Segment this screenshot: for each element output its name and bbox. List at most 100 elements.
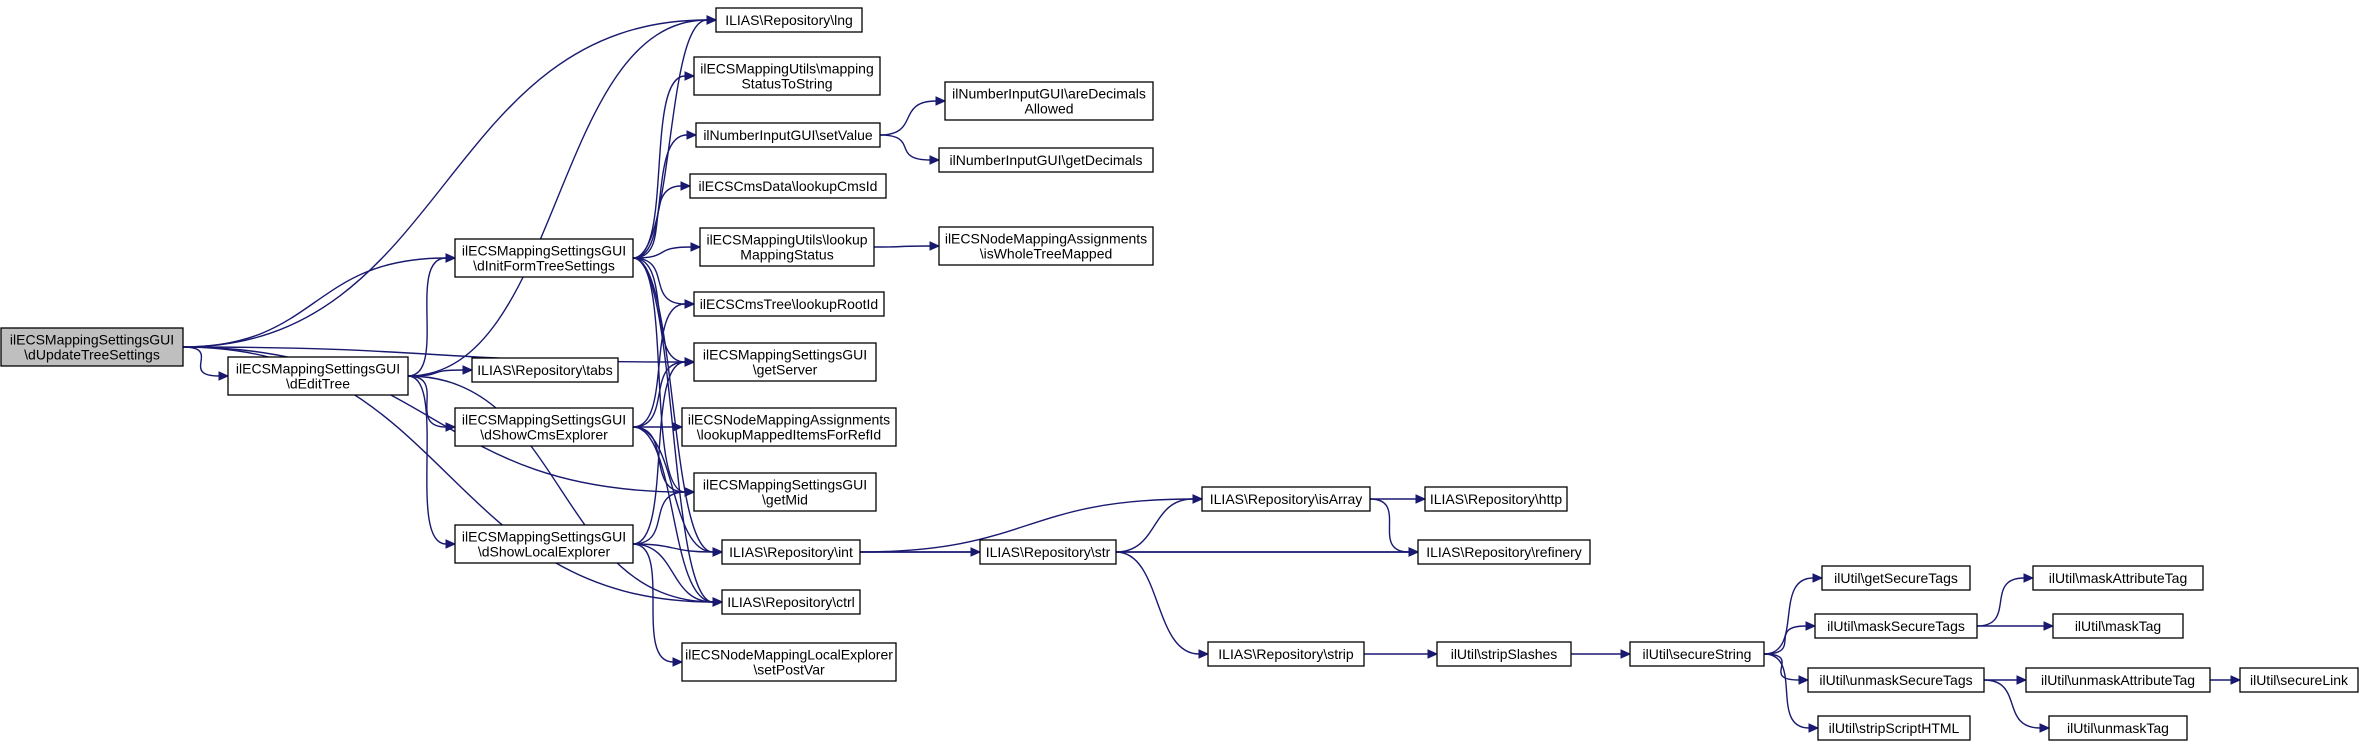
node-label: ilUtil\maskSecureTags (1827, 618, 1965, 634)
node-box (1817, 715, 1971, 741)
node-lookupCms[interactable]: ilECSCmsData\lookupCmsId (689, 173, 887, 199)
edge-str-to-isArray (1115, 494, 1204, 553)
edge-editTree-to-showCms (407, 375, 457, 432)
node-label: StatusToString (741, 76, 832, 92)
node-box (938, 147, 1154, 173)
node-editTree[interactable]: ilECSMappingSettingsGUI\dEditTree (227, 356, 409, 396)
node-label: \dEditTree (286, 376, 350, 392)
node-label: ilECSMappingSettingsGUI (462, 412, 626, 428)
node-unmaskTag[interactable]: ilUtil\unmaskTag (2048, 715, 2188, 741)
node-setValue[interactable]: ilNumberInputGUI\setValue (695, 122, 881, 148)
node-setPost[interactable]: ilECSNodeMappingLocalExplorer\setPostVar (681, 642, 897, 682)
node-unmaskSecureTags[interactable]: ilUtil\unmaskSecureTags (1807, 667, 1985, 693)
node-maskSecureTags[interactable]: ilUtil\maskSecureTags (1814, 613, 1978, 639)
node-maskAttr[interactable]: ilUtil\maskAttributeTag (2032, 565, 2204, 591)
node-unmaskAttr[interactable]: ilUtil\unmaskAttributeTag (2025, 667, 2211, 693)
node-getSecureTags[interactable]: ilUtil\getSecureTags (1821, 565, 1971, 591)
edge-initForm-to-lookupCms (632, 181, 692, 259)
node-label: ILIAS\Repository\tabs (477, 362, 612, 378)
edge-str-to-refinery (1116, 547, 1420, 557)
node-box (2032, 565, 2204, 591)
node-root[interactable]: ilECSMappingSettingsGUI\dUpdateTreeSetti… (0, 327, 184, 367)
node-label: \dInitFormTreeSettings (473, 258, 615, 274)
edge-editTree-to-lng (407, 15, 718, 377)
node-box (979, 539, 1117, 565)
node-label: ILIAS\Repository\http (1430, 491, 1563, 507)
node-initForm[interactable]: ilECSMappingSettingsGUI\dInitFormTreeSet… (454, 238, 634, 278)
node-label: \lookupMappedItemsForRefId (697, 427, 881, 443)
node-strip[interactable]: ILIAS\Repository\strip (1207, 641, 1365, 667)
edge-secureString-to-unmaskSecureTags (1763, 653, 1810, 685)
node-isArray[interactable]: ILIAS\Repository\isArray (1201, 486, 1371, 512)
node-label: \getMid (762, 492, 808, 508)
edge-showCms-to-rootId (632, 299, 696, 428)
node-label: ilUtil\secureLink (2250, 672, 2349, 688)
edge-stripSlashes-to-secureString (1571, 649, 1632, 659)
node-ctrl[interactable]: ILIAS\Repository\ctrl (721, 589, 861, 615)
node-rootId[interactable]: ilECSCmsTree\lookupRootId (693, 291, 885, 317)
node-label: ilECSMappingSettingsGUI (703, 477, 867, 493)
node-box (471, 357, 619, 383)
edge-setValue-to-areDec (879, 96, 947, 136)
edge-setValue-to-getDec (879, 134, 941, 165)
node-label: ilUtil\unmaskSecureTags (1819, 672, 1972, 688)
node-showCms[interactable]: ilECSMappingSettingsGUI\dShowCmsExplorer (454, 407, 634, 447)
node-label: ilUtil\stripScriptHTML (1829, 720, 1960, 736)
node-label: ilECSMappingSettingsGUI (236, 361, 400, 377)
edge-showLocal-to-getMid (632, 487, 696, 545)
node-label: ilECSMappingSettingsGUI (462, 529, 626, 545)
node-stripSlashes[interactable]: ilUtil\stripSlashes (1436, 641, 1572, 667)
node-secureLink[interactable]: ilUtil\secureLink (2239, 667, 2359, 693)
edge-initForm-to-lookupMap (632, 242, 702, 259)
edge-secureString-to-stripScript (1763, 653, 1820, 733)
node-label: ilUtil\unmaskTag (2067, 720, 2169, 736)
node-getMid[interactable]: ilECSMappingSettingsGUI\getMid (693, 472, 877, 512)
node-int[interactable]: ILIAS\Repository\int (721, 539, 861, 565)
node-maskTag[interactable]: ilUtil\maskTag (2052, 613, 2184, 639)
node-label: ilUtil\unmaskAttributeTag (2041, 672, 2195, 688)
node-label: ilNumberInputGUI\setValue (703, 127, 873, 143)
node-box (695, 122, 881, 148)
node-box (0, 327, 184, 367)
node-box (715, 7, 863, 33)
node-box (454, 407, 634, 447)
node-box (944, 81, 1154, 121)
edge-showLocal-to-setPost (632, 543, 684, 667)
node-label: Allowed (1024, 101, 1073, 117)
node-tabs[interactable]: ILIAS\Repository\tabs (471, 357, 619, 383)
node-whole[interactable]: ilECSNodeMappingAssignments\isWholeTreeM… (938, 226, 1154, 266)
node-box (1207, 641, 1365, 667)
node-box (693, 291, 885, 317)
node-lng[interactable]: ILIAS\Repository\lng (715, 7, 863, 33)
node-label: ilUtil\getSecureTags (1834, 570, 1958, 586)
node-label: \setPostVar (753, 662, 825, 678)
node-http[interactable]: ILIAS\Repository\http (1424, 486, 1568, 512)
node-label: \dShowCmsExplorer (480, 427, 608, 443)
edge-maskSecureTags-to-maskAttr (1976, 573, 2035, 627)
node-label: ILIAS\Repository\lng (725, 12, 853, 28)
node-box (1821, 565, 1971, 591)
edge-showLocal-to-ctrl (632, 543, 724, 607)
node-secureString[interactable]: ilUtil\secureString (1629, 641, 1765, 667)
edge-editTree-to-tabs (407, 365, 474, 377)
edge-secureString-to-maskSecureTags (1763, 621, 1817, 655)
node-lookupMapped[interactable]: ilECSNodeMappingAssignments\lookupMapped… (681, 407, 897, 447)
node-label: ILIAS\Repository\str (986, 544, 1111, 560)
node-box (1629, 641, 1765, 667)
node-showLocal[interactable]: ilECSMappingSettingsGUI\dShowLocalExplor… (454, 524, 634, 564)
edge-initForm-to-mapStatus (632, 71, 696, 259)
node-label: \dShowLocalExplorer (478, 544, 611, 560)
node-getServer[interactable]: ilECSMappingSettingsGUI\getServer (693, 342, 877, 382)
edge-editTree-to-showLocal (407, 375, 457, 549)
node-getDec[interactable]: ilNumberInputGUI\getDecimals (938, 147, 1154, 173)
node-box (454, 238, 634, 278)
node-str[interactable]: ILIAS\Repository\str (979, 539, 1117, 565)
node-refinery[interactable]: ILIAS\Repository\refinery (1417, 539, 1591, 565)
edge-editTree-to-initForm (407, 253, 457, 377)
node-box (721, 539, 861, 565)
node-stripScript[interactable]: ilUtil\stripScriptHTML (1817, 715, 1971, 741)
